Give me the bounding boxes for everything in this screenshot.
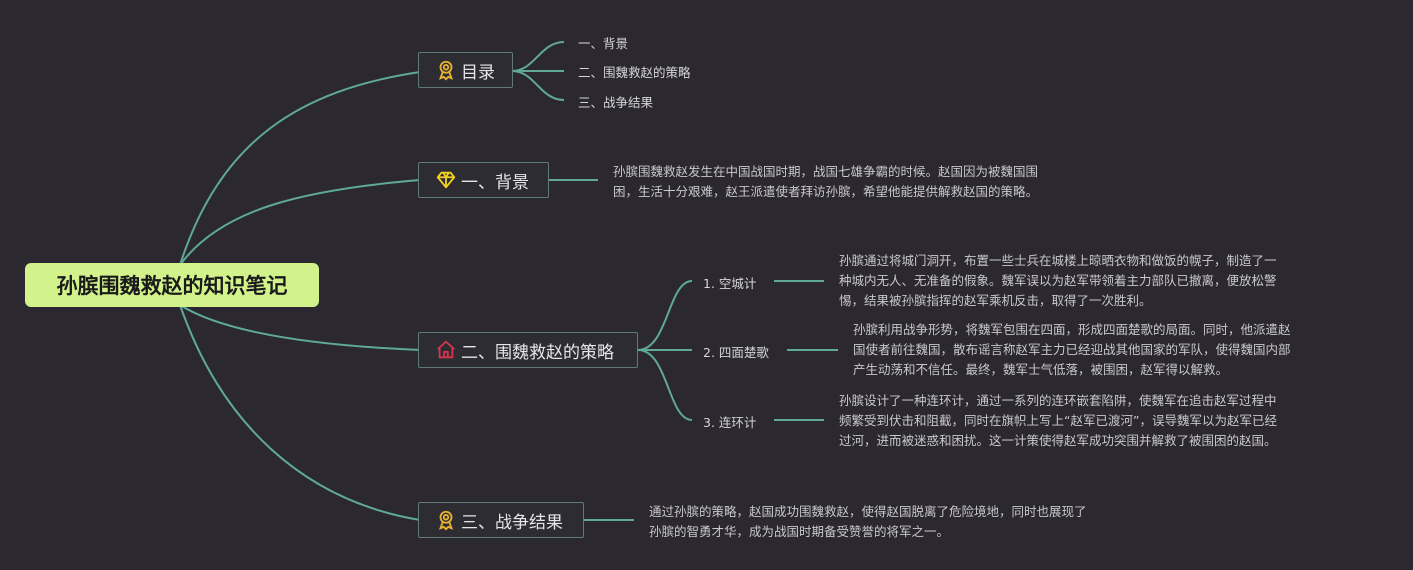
award-ribbon-icon bbox=[435, 509, 457, 531]
connector-root-result bbox=[179, 304, 421, 521]
connector-strategy-sub-3 bbox=[637, 349, 693, 421]
diamond-icon bbox=[435, 169, 457, 191]
toc-item-2[interactable]: 二、围魏救赵的策略 bbox=[578, 65, 691, 80]
branch-toc-label: 目录 bbox=[461, 62, 495, 83]
strategy-sub-1-text: 孙膑通过将城门洞开，布置一些士兵在城楼上晾晒衣物和做饭的幌子，制造了一 种城内无… bbox=[839, 253, 1277, 308]
branch-toc[interactable]: 目录 bbox=[418, 52, 513, 88]
branch-background[interactable]: 一、背景 bbox=[418, 162, 549, 198]
background-text: 孙膑围魏救赵发生在中国战国时期，战国七雄争霸的时候。赵国因为被魏国围 困，生活十… bbox=[613, 164, 1039, 199]
branch-result[interactable]: 三、战争结果 bbox=[418, 502, 584, 538]
root-topic[interactable]: 孙膑围魏救赵的知识笔记 bbox=[25, 263, 319, 307]
toc-item-3[interactable]: 三、战争结果 bbox=[578, 95, 654, 110]
branch-strategy[interactable]: 二、围魏救赵的策略 bbox=[418, 332, 638, 368]
strategy-sub-3-text: 孙膑设计了一种连环计，通过一系列的连环嵌套陷阱，使魏军在追击赵军过程中 频繁受到… bbox=[839, 393, 1277, 448]
home-icon bbox=[435, 339, 457, 361]
connector-toc-item-3 bbox=[511, 70, 565, 101]
branch-background-label: 一、背景 bbox=[461, 172, 529, 193]
strategy-sub-2-text: 孙膑利用战争形势，将魏军包围在四面，形成四面楚歌的局面。同时，他派遣赵 国使者前… bbox=[853, 322, 1291, 377]
toc-item-1[interactable]: 一、背景 bbox=[578, 36, 629, 51]
strategy-sub-1[interactable]: 1. 空城计 bbox=[703, 276, 757, 291]
connector-root-background bbox=[179, 179, 421, 266]
award-ribbon-icon bbox=[435, 59, 457, 81]
strategy-sub-2[interactable]: 2. 四面楚歌 bbox=[703, 345, 769, 360]
result-text: 通过孙膑的策略，赵国成功围魏救赵，使得赵国脱离了危险境地，同时也展现了 孙膑的智… bbox=[649, 504, 1087, 539]
connector-toc-item-1 bbox=[511, 41, 565, 72]
branch-strategy-label: 二、围魏救赵的策略 bbox=[461, 342, 614, 363]
connector-root-toc bbox=[179, 71, 421, 266]
strategy-sub-3[interactable]: 3. 连环计 bbox=[703, 415, 757, 430]
branch-result-label: 三、战争结果 bbox=[461, 512, 563, 533]
connector-strategy-sub-1 bbox=[637, 280, 693, 351]
connector-root-strategy bbox=[179, 304, 421, 351]
